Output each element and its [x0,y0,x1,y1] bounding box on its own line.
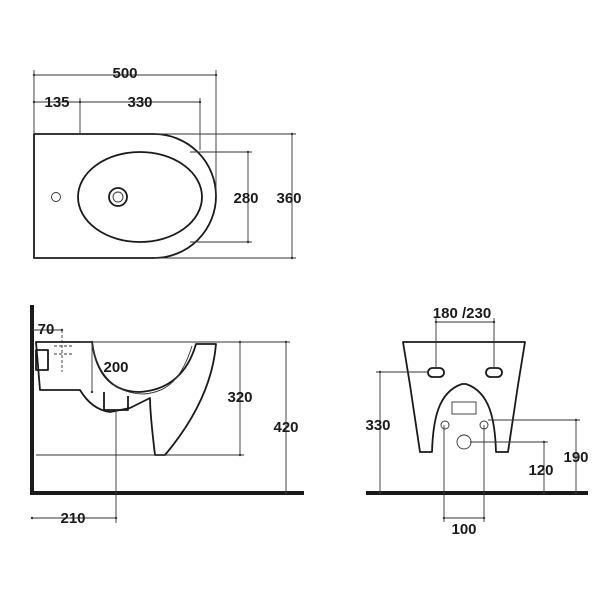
tap-hole [51,192,61,202]
fixing-slot-right [485,367,503,378]
dim-outlet-distance: 210 [60,510,85,527]
top-view: 500 135 330 280 360 [32,65,302,260]
water-inlet-left [440,420,450,430]
dim-bowl-length: 330 [127,94,152,111]
dim-fixing-height: 330 [365,417,390,434]
dim-bowl-width: 280 [233,190,258,207]
bowl-inner-line [91,343,193,395]
inlet-fitting [35,349,49,371]
dim-bowl-depth: 200 [103,359,128,376]
waste-outlet [456,434,472,450]
side-view: 70 200 320 420 210 [30,305,304,527]
rear-view: 180 /230 330 100 120 190 [365,305,588,538]
outlet-recess [451,401,477,415]
top-view-outline [33,133,217,259]
fixing-slot-left [427,367,445,378]
dim-fixing-spacing: 180 /230 [433,305,491,322]
rear-view-outline [402,341,526,453]
dim-width: 500 [112,65,137,82]
top-view-bowl [77,151,203,243]
dim-outlet-spacing: 100 [451,521,476,538]
dim-outlet-height-low: 120 [528,462,553,479]
dim-hole-offset: 135 [44,94,69,111]
dim-rim-height: 320 [227,389,252,406]
dim-inlet-offset: 70 [38,321,55,338]
drain-hole [108,187,128,207]
dim-depth: 360 [276,190,301,207]
outlet-pipe [103,392,129,411]
dim-outlet-height-high: 190 [563,449,588,466]
dim-total-height: 420 [273,419,298,436]
drain-hole-inner [112,191,124,203]
side-view-outline [35,341,217,456]
